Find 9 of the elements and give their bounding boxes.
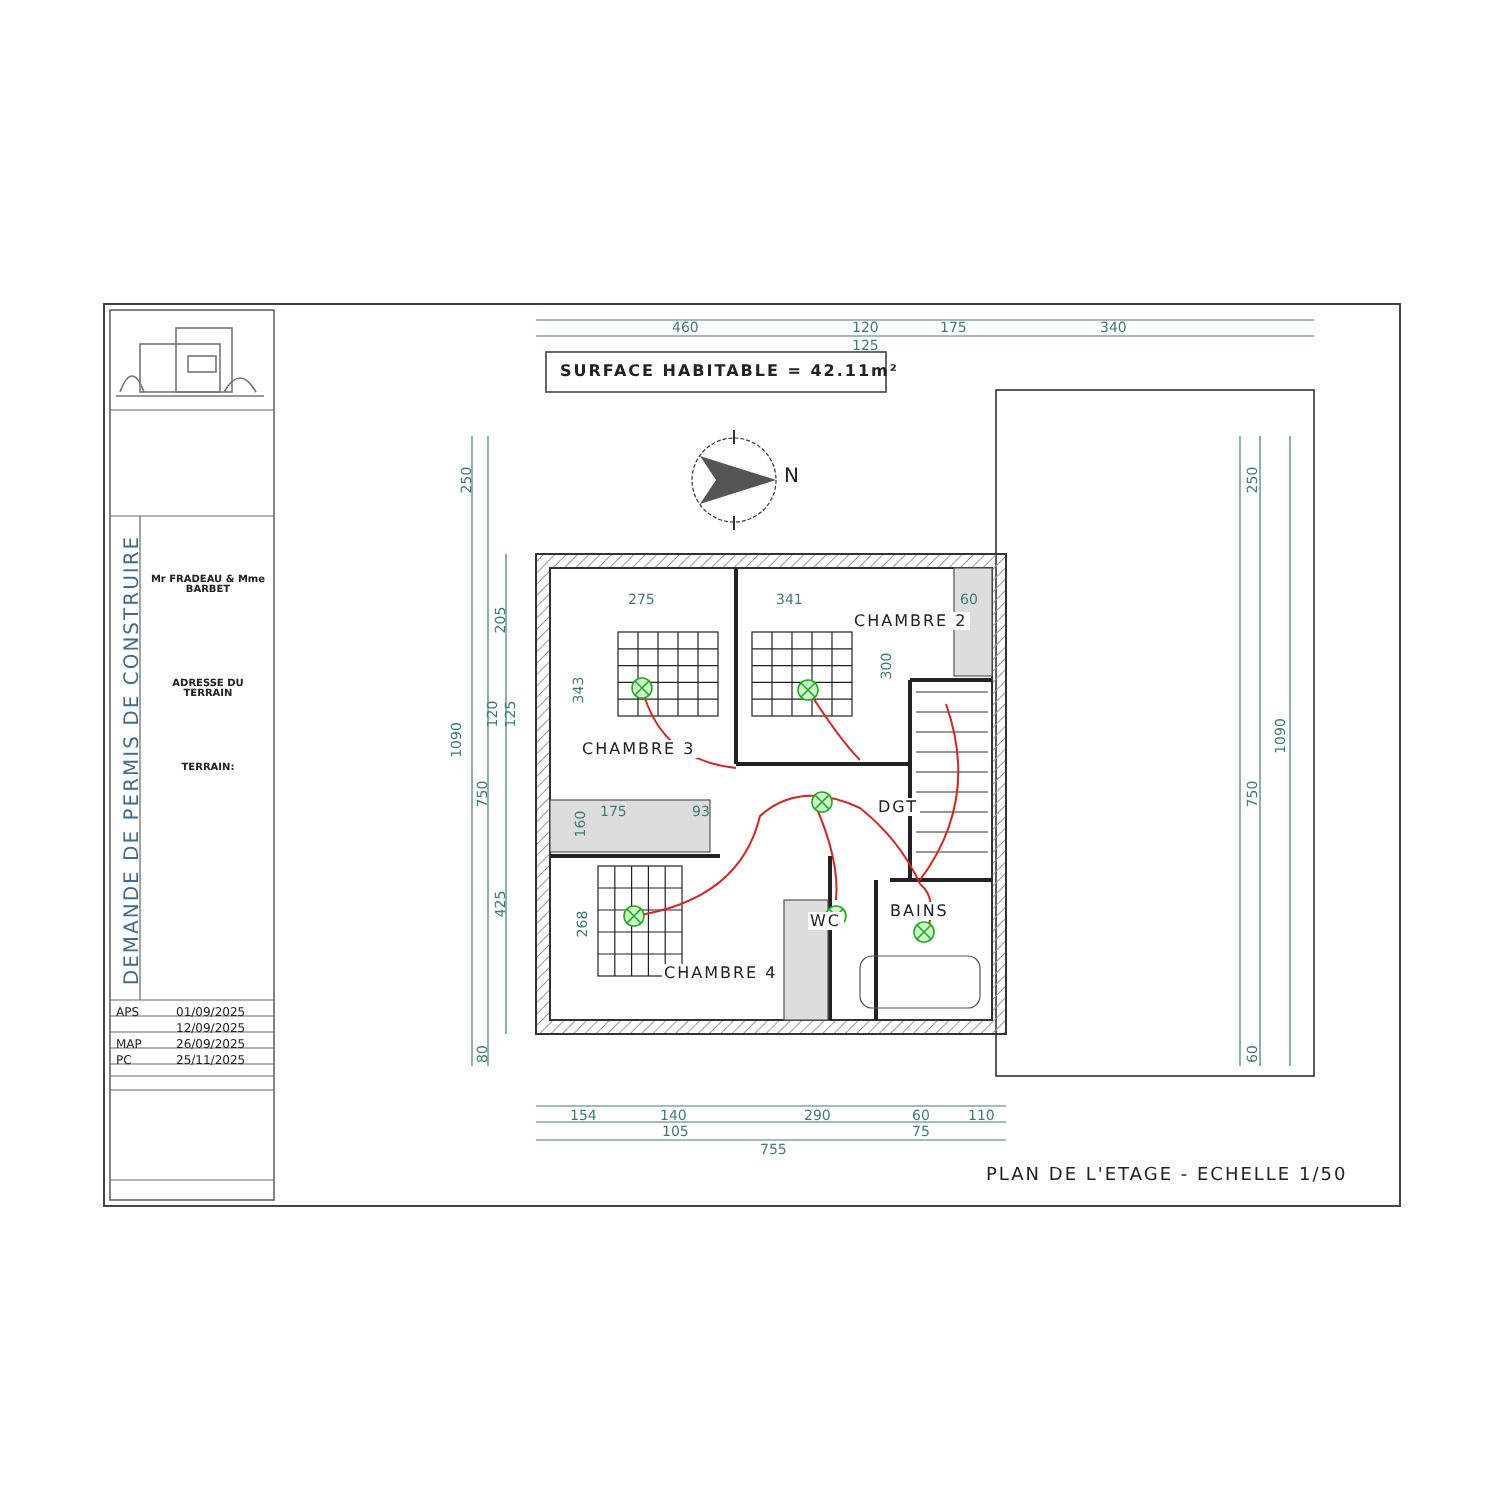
plan-title: PLAN DE L'ETAGE - ECHELLE 1/50 [986,1168,1348,1186]
room-label: WC [808,912,843,930]
north-label: N [784,468,799,488]
room-label: DGT [876,798,920,816]
sheet-heading: DEMANDE DE PERMIS DE CONSTRUIRE [124,534,144,986]
room-label: CHAMBRE 2 [852,612,970,630]
room-label: CHAMBRE 3 [580,740,698,758]
room-label: BAINS [888,902,951,920]
room-label: CHAMBRE 4 [662,964,780,982]
